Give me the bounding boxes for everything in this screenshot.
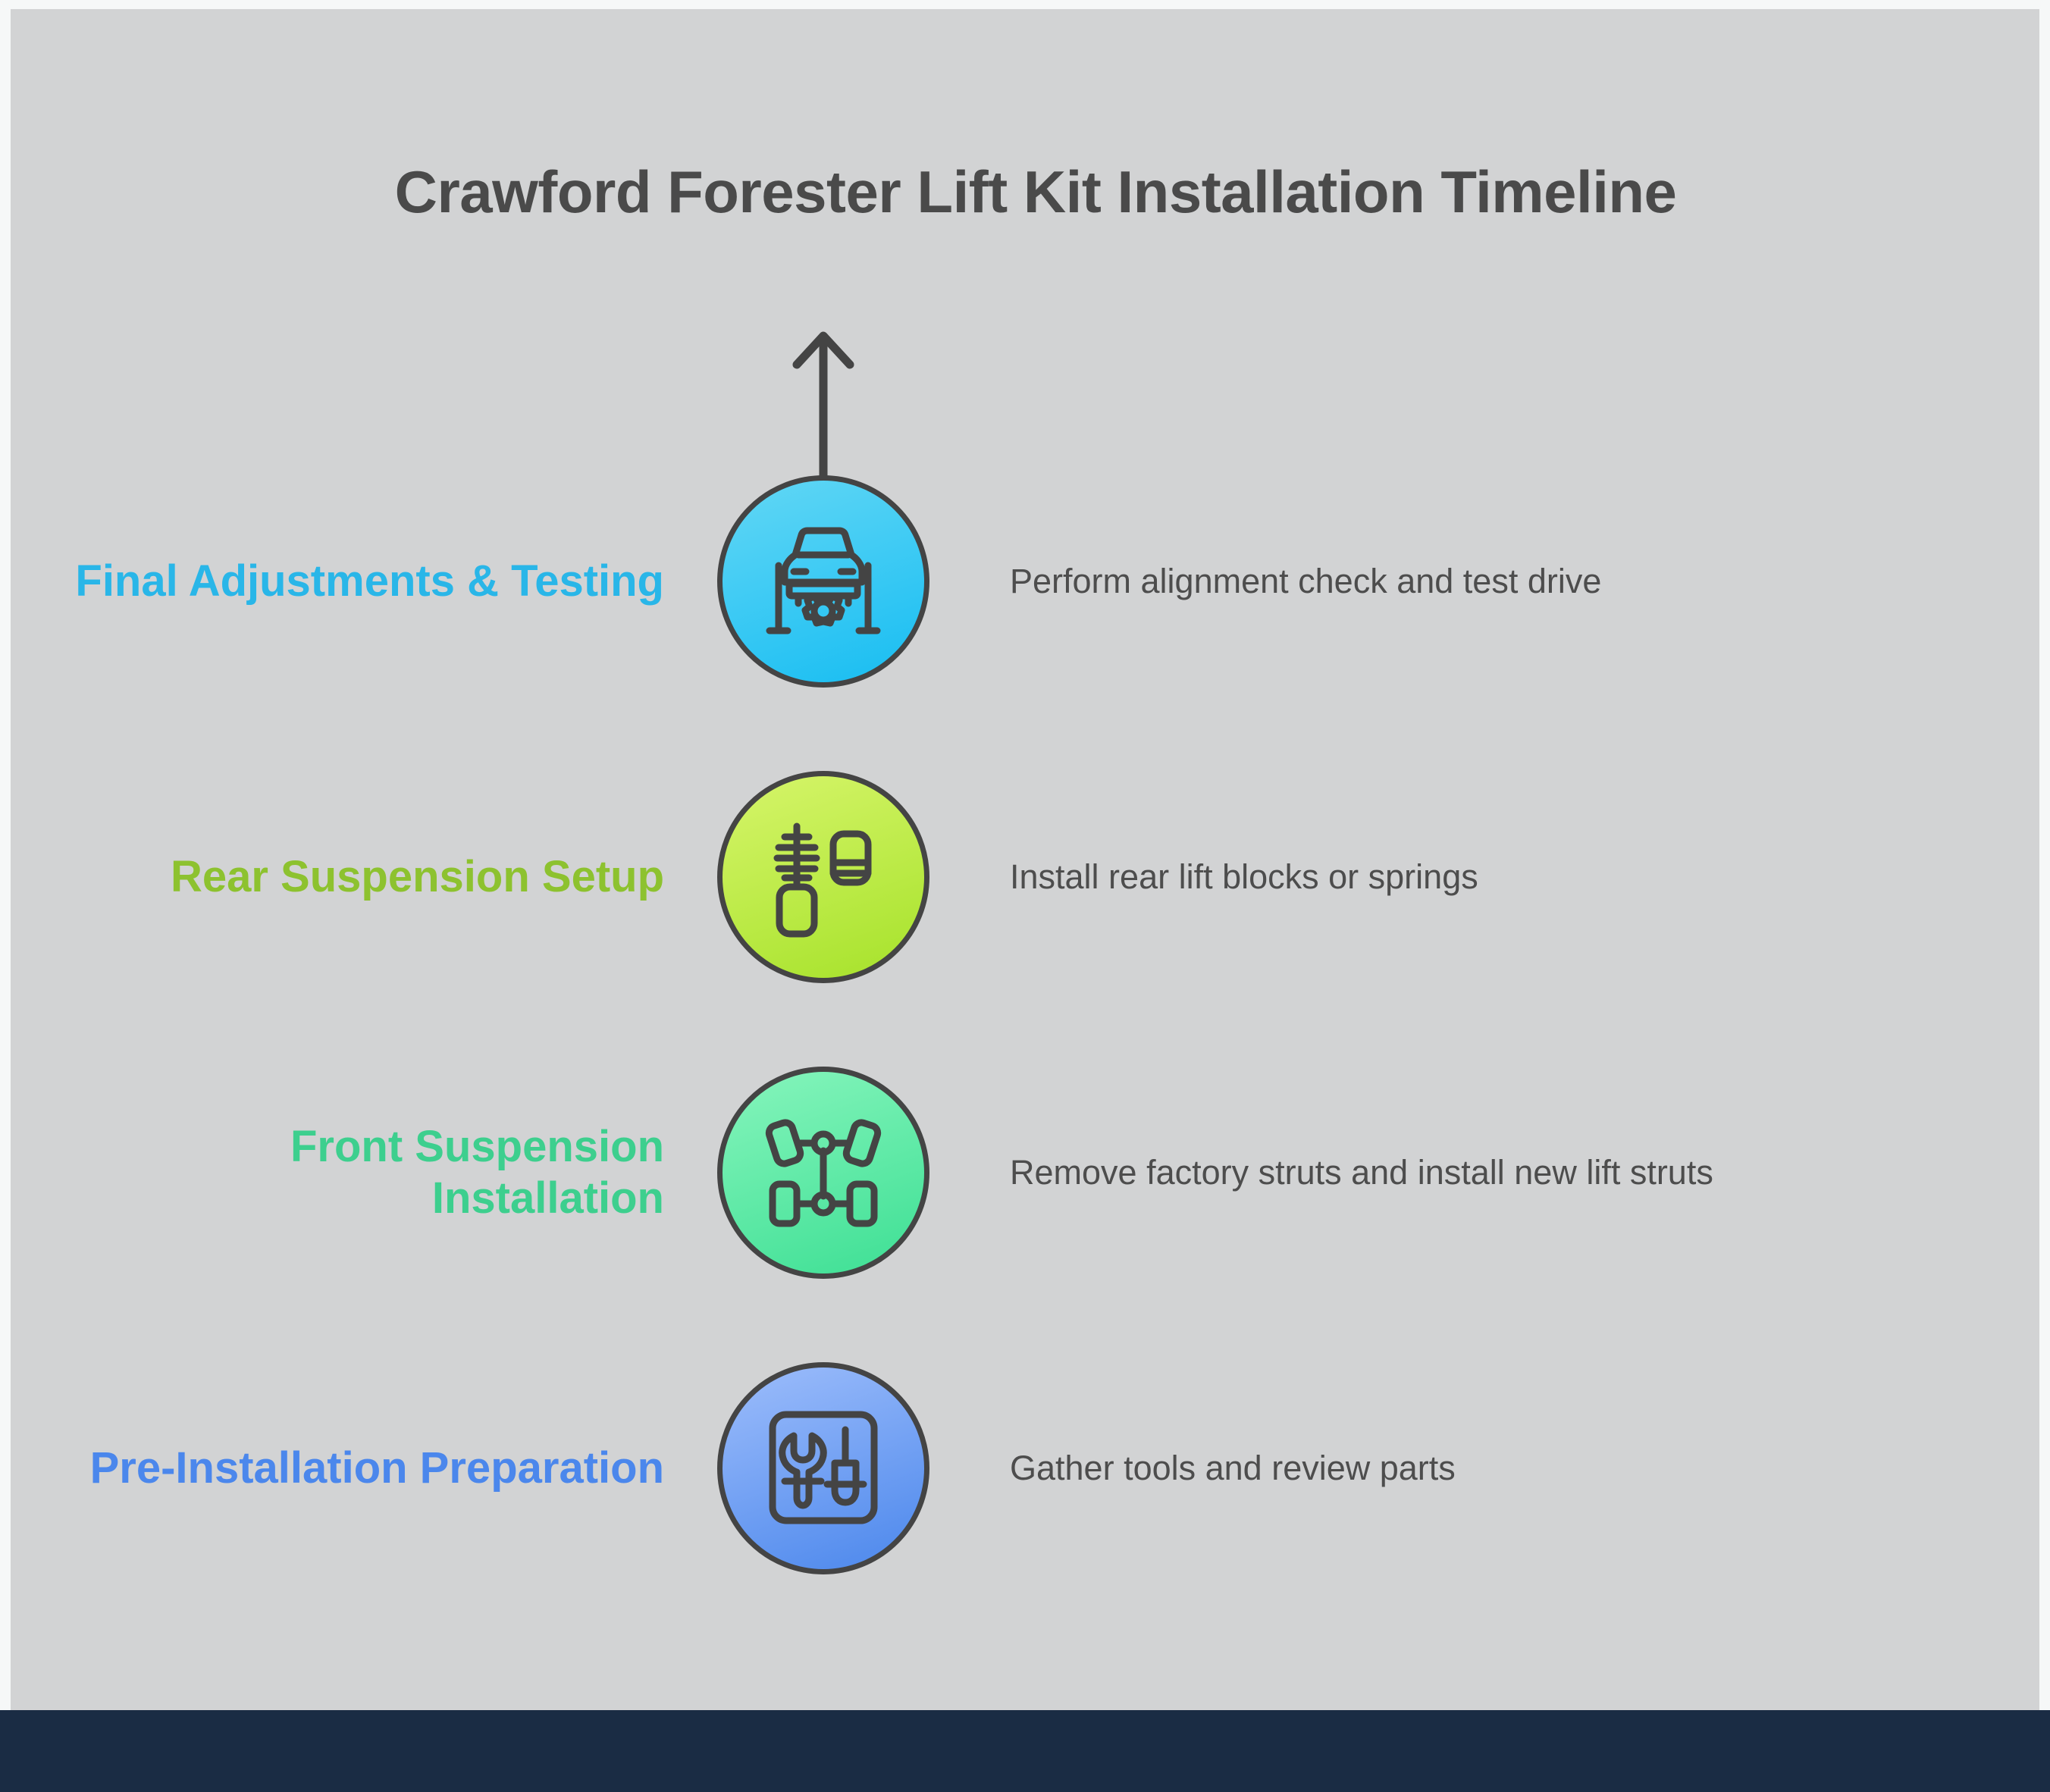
step-description: Gather tools and review parts [1010, 1448, 1456, 1487]
timeline-step[interactable]: Pre-Installation Preparation [11, 1321, 2050, 1616]
step-marker[interactable] [717, 771, 929, 983]
step-label: Pre-Installation Preparation [89, 1443, 664, 1493]
step-label: Rear Suspension Setup [170, 851, 664, 901]
step-description: Remove factory struts and install new li… [1010, 1152, 1713, 1192]
step-description: Install rear lift blocks or springs [1010, 857, 1478, 896]
wheel-alignment-chassis-icon [765, 1119, 882, 1227]
arrow-up-icon [792, 331, 854, 484]
timeline-step[interactable]: Final Adjustments & Testing [11, 331, 2050, 729]
step-circle[interactable] [717, 1362, 929, 1574]
toolbox-wrench-screwdriver-icon [769, 1411, 878, 1524]
timeline-container: Final Adjustments & Testing [11, 331, 2050, 1662]
step-circle[interactable] [717, 475, 929, 688]
step-circle[interactable] [717, 1067, 929, 1279]
step-marker[interactable] [717, 331, 929, 688]
step-circle[interactable] [717, 771, 929, 983]
step-marker[interactable] [717, 1362, 929, 1574]
footer-bar [0, 1710, 2050, 1792]
timeline-step[interactable]: Rear Suspension Setup [11, 729, 2050, 1025]
coilover-shock-block-icon [773, 822, 872, 938]
page-title: Crawford Forester Lift Kit Installation … [394, 158, 1677, 225]
car-lift-gear-icon [766, 527, 881, 634]
step-marker[interactable] [717, 1067, 929, 1279]
step-label: Final Adjustments & Testing [75, 556, 664, 606]
step-description: Perform alignment check and test drive [1010, 561, 1602, 600]
step-label: Front Suspension Installation [290, 1121, 664, 1223]
infographic-canvas: Crawford Forester Lift Kit Installation … [11, 9, 2039, 1710]
timeline-step[interactable]: Front Suspension Installation [11, 1025, 2050, 1321]
